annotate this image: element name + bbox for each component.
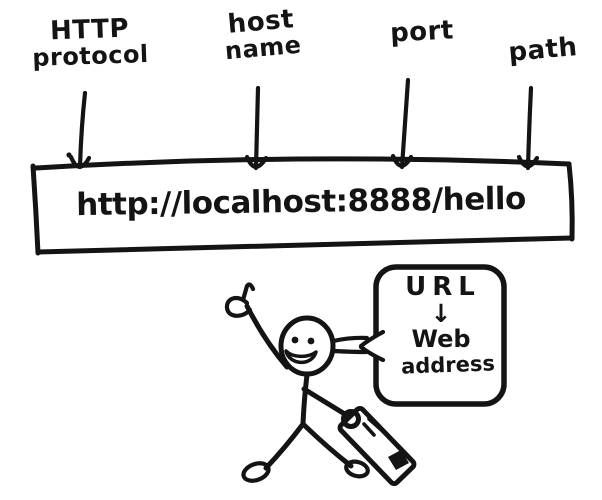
- bubble-word-address: address: [400, 351, 496, 379]
- box-right-edge: [566, 161, 575, 242]
- arrow-shaft: [253, 85, 261, 171]
- speech-bubble: [358, 264, 507, 407]
- briefcase-detail-line-1: [362, 422, 376, 437]
- url-box-frame: [30, 156, 575, 256]
- http-protocol-arrow: [66, 90, 92, 170]
- bubble-word-web: Web: [411, 324, 471, 353]
- briefcase-handle: [341, 409, 361, 429]
- hand: [224, 295, 253, 318]
- briefcase-arm: [301, 386, 351, 419]
- label-line-2: protocol: [31, 40, 150, 73]
- torso: [300, 372, 310, 427]
- briefcase-icon: [337, 405, 417, 487]
- left-foot: [241, 461, 271, 483]
- label-port: port: [371, 15, 472, 48]
- right-foot: [344, 459, 370, 479]
- arrow-shaft: [399, 77, 411, 170]
- bubble-notch-cover: [360, 334, 382, 359]
- left-eye: [291, 336, 299, 344]
- arrow-shaft: [525, 85, 534, 171]
- bubble-tail-lower: [358, 344, 386, 363]
- smile-mouth: [284, 349, 318, 365]
- head: [278, 315, 336, 377]
- stick-figure: [224, 282, 370, 483]
- box-top-edge: [33, 156, 572, 171]
- briefcase-body: [337, 405, 417, 487]
- path-arrow: [516, 85, 540, 171]
- bubble-arm-lower: [331, 348, 369, 355]
- down-arrow-icon: ↓: [430, 299, 452, 328]
- right-eye: [307, 337, 315, 345]
- label-http-protocol: HTTP protocol: [29, 14, 151, 72]
- host-name-arrow: [244, 85, 269, 171]
- left-leg: [263, 421, 306, 471]
- arrow-shaft: [77, 90, 88, 170]
- port-arrow: [390, 77, 414, 170]
- briefcase-detail-line-2: [367, 417, 388, 436]
- speech-bubble-text: URL ↓ Web address: [381, 272, 501, 379]
- pointing-finger: [240, 282, 256, 303]
- pen-dot: [66, 152, 72, 158]
- briefcase-dark-patch: [388, 450, 409, 470]
- bubble-arm-upper: [330, 335, 370, 344]
- label-host-name: host name: [205, 3, 319, 66]
- bubble-tail-upper: [358, 329, 386, 349]
- url-text: http://localhost:8888/hello: [75, 180, 527, 224]
- box-left-edge: [30, 163, 41, 256]
- label-line-1: port: [389, 15, 455, 49]
- bubble-title: URL: [405, 272, 481, 302]
- box-bottom-edge: [35, 235, 575, 255]
